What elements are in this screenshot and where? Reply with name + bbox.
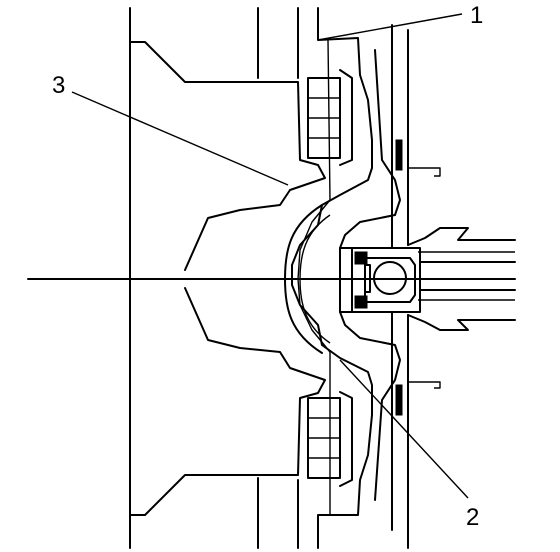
callout-2: 2 [466, 504, 480, 531]
axle-shaft [419, 261, 516, 291]
center-dome-inner [299, 214, 331, 344]
bearing-assembly [339, 247, 421, 313]
center-dome [284, 204, 323, 354]
clip-upper [408, 167, 441, 177]
retainer-tab-lower [395, 384, 403, 416]
hub-cap-inner [297, 39, 331, 515]
leader-line-3 [71, 91, 289, 186]
axle-housing-mid [418, 251, 515, 301]
callout-1: 1 [470, 2, 484, 29]
retainer-tab-upper [395, 139, 403, 171]
backing-plate-bend-lower [339, 311, 401, 501]
leader-line-2 [339, 359, 469, 499]
wheel-contour-upper [129, 41, 326, 271]
hub-cap-outline [291, 7, 373, 549]
axle-housing-upper [407, 227, 516, 246]
leader-line-1 [317, 13, 463, 41]
lug-nut-upper [307, 69, 353, 166]
axle-housing-lower [407, 314, 516, 331]
clip-lower [408, 381, 441, 389]
callout-3: 3 [52, 72, 66, 99]
wheel-contour-lower [129, 287, 326, 516]
backing-plate-bend-upper [339, 49, 401, 249]
